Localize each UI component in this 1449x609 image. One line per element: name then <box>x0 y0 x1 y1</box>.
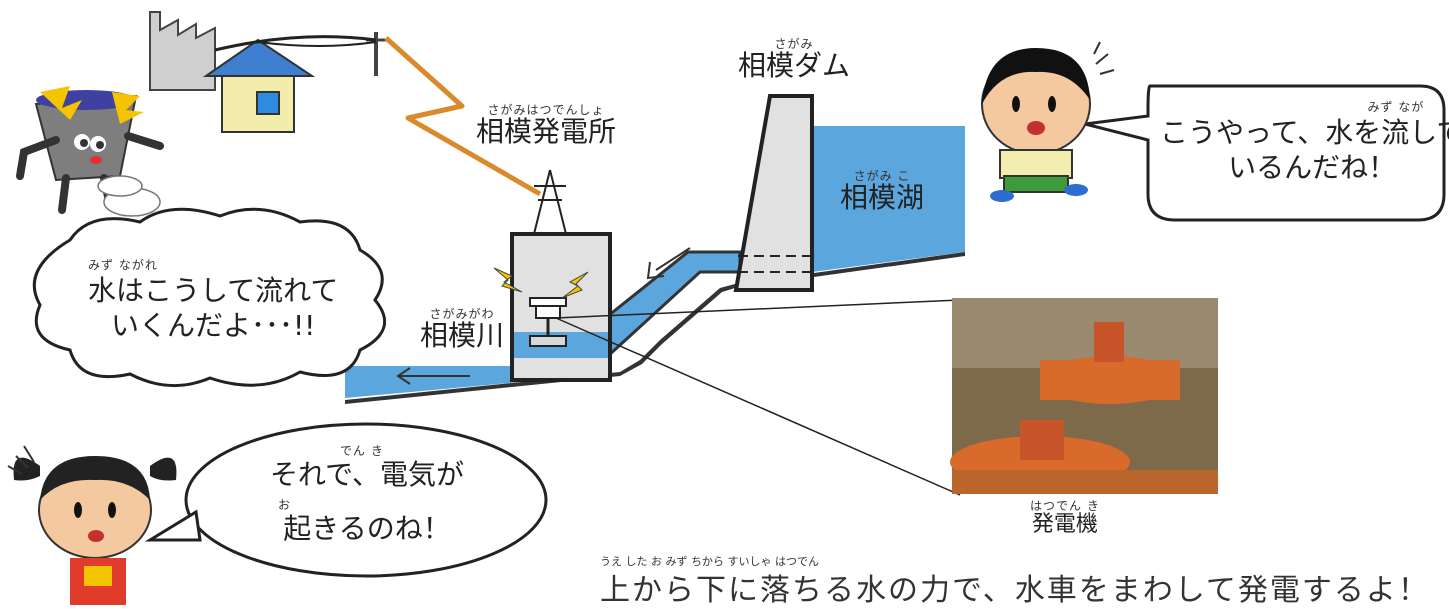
generator-label: はつでん き 発電機 <box>1030 499 1100 538</box>
cloud-line2: いくんだよ･･･!! <box>110 309 316 342</box>
turbine-icon <box>529 297 567 347</box>
boy-ruby: みず なが <box>1367 100 1425 114</box>
lake-water <box>812 126 965 272</box>
boy-line1: こうやって、水を流して <box>1160 116 1449 149</box>
cloud-ruby: みず ながれ <box>88 258 158 272</box>
generator-ruby: はつでん き <box>1030 499 1100 513</box>
boy-bubble-text: みず なが こうやって、水を流して いるんだね！ <box>1160 100 1449 185</box>
river-ruby: さがみがわ <box>429 307 495 321</box>
dam-text: 相模ダム <box>738 49 851 83</box>
caption-text: 上から下に落ちる水の力で、水車をまわして発電するよ！ <box>600 573 1430 608</box>
girl-line2: 起きるのね！ <box>283 512 451 546</box>
house-icon <box>202 38 316 133</box>
cloud-bubble-text: みず ながれ 水はこうして流れて いくんだよ･･･!! <box>88 258 338 343</box>
cloud-line1: 水はこうして流れて <box>88 274 339 307</box>
girl-ruby1: でん き <box>340 444 384 458</box>
boy-speech-bubble <box>1084 84 1446 222</box>
boy-line2: いるんだね！ <box>1228 151 1397 184</box>
lake-text: 相模湖 <box>840 181 925 215</box>
generator-photo <box>950 298 1218 494</box>
dam-ruby: さがみ <box>774 37 814 51</box>
transmission-tower-icon <box>533 169 567 235</box>
boy-character <box>981 41 1115 202</box>
lightning-icon <box>561 271 589 299</box>
river-water <box>345 366 520 398</box>
flow-arrow-dam <box>646 247 691 280</box>
girl-bubble-text: でん き それで、電気が お 起きるのね！ <box>270 444 464 546</box>
bucket-character <box>16 86 164 217</box>
girl-ruby2: お <box>278 497 292 512</box>
power-station-text: 相模発電所 <box>476 115 617 149</box>
river-label: さがみがわ 相模川 <box>420 307 505 353</box>
cloud-bubble <box>32 207 386 388</box>
caption-ruby: うえ した お みず ちから すいしゃ はつでん <box>600 555 819 568</box>
lake-label: さがみ こ 相模湖 <box>840 169 925 215</box>
lake-ruby: さがみ こ <box>853 169 911 183</box>
dam <box>733 94 814 292</box>
dam-label: さがみ 相模ダム <box>738 37 851 83</box>
girl-character <box>7 445 177 605</box>
power-station-label: さがみはつでんしょ 相模発電所 <box>476 103 617 149</box>
lightning-icon <box>493 267 523 293</box>
power-station-ruby: さがみはつでんしょ <box>487 103 605 117</box>
generator-text: 発電機 <box>1031 512 1098 538</box>
power-line <box>384 36 542 197</box>
girl-line1: それで、電気が <box>270 458 465 492</box>
utility-pole-icon <box>214 32 388 76</box>
flow-arrow-river <box>396 367 470 385</box>
river-text: 相模川 <box>420 319 505 353</box>
factory-icon <box>149 11 216 91</box>
